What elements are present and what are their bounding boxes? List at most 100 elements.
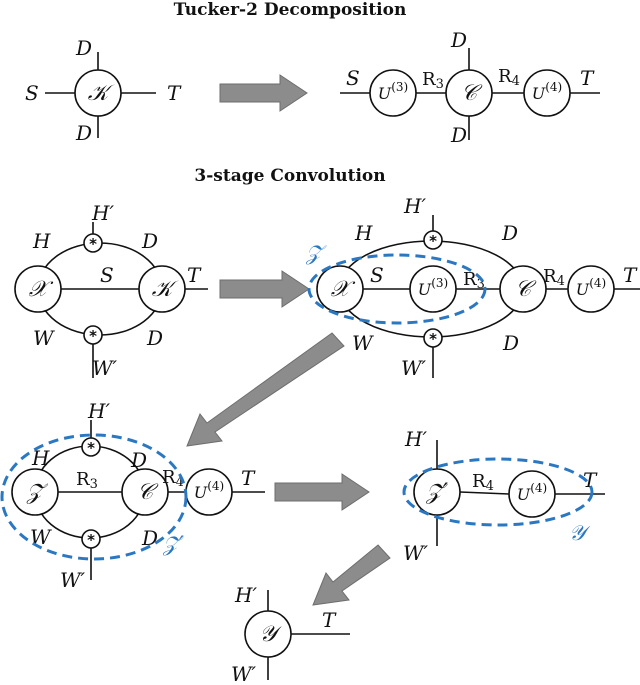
label-t-c: T — [241, 466, 256, 490]
label-hp: H′ — [91, 201, 114, 225]
conv-star-bottom-label: * — [89, 327, 97, 345]
output-y-network: 𝒴 H′ T W′ — [231, 583, 350, 685]
node-u3 — [369, 69, 417, 117]
kernel-k-network: 𝒦 S T D D — [25, 36, 182, 145]
group-z-outline — [307, 253, 487, 325]
label-wp: W′ — [92, 356, 118, 380]
label-r3-c: R3 — [76, 469, 98, 492]
node-u4 — [523, 69, 571, 117]
conv-star-bottom-c-label: * — [87, 531, 95, 549]
label-r3-b: R3 — [463, 269, 485, 292]
label-d-bottom2: D — [450, 123, 467, 147]
node-u4-d — [508, 470, 556, 518]
label-wp-d: W′ — [403, 541, 429, 565]
conv-star-top-c-label: * — [87, 439, 95, 457]
label-w: W — [33, 326, 55, 350]
node-u4-c-label: U(4) — [194, 479, 224, 502]
label-t-b: T — [623, 263, 638, 287]
label-d-down: D — [146, 326, 163, 350]
label-hp-y: H′ — [234, 583, 257, 607]
label-s-b: S — [370, 263, 384, 287]
label-d-up-b: D — [501, 221, 518, 245]
node-z — [11, 468, 59, 516]
label-w-b: W — [352, 331, 374, 355]
label-h: H — [32, 229, 51, 253]
title-conv: 3-stage Convolution — [194, 166, 385, 186]
label-t-d: T — [583, 468, 598, 492]
node-u4-b — [567, 265, 615, 313]
conv-star-bottom-c — [81, 529, 101, 549]
label-t-y: T — [322, 608, 337, 632]
node-k2 — [138, 265, 186, 313]
conv-stage-z-network: * * 𝒵 𝒞 U(4) H′ H D R3 R4 T W D W′ 𝒵′ — [0, 399, 265, 592]
arrow-contract-zp — [274, 473, 370, 511]
conv-stage-zp-network: 𝒵′ U(4) H′ R4 T W′ 𝒴 — [402, 427, 605, 565]
conv-star-bottom-b-label: * — [429, 330, 437, 348]
label-t: T — [167, 81, 182, 105]
label-r4-d: R4 — [472, 471, 494, 494]
label-hp-b: H′ — [403, 194, 426, 218]
label-t3: T — [187, 263, 202, 287]
group-z-label: 𝒵 — [305, 241, 327, 265]
label-s3: S — [100, 263, 114, 287]
arrow-contract-z — [186, 332, 345, 447]
label-hp-d: H′ — [404, 427, 427, 451]
node-x2 — [316, 265, 364, 313]
node-u4-d-label: U(4) — [517, 481, 547, 504]
conv-star-bottom — [83, 325, 103, 345]
node-x — [14, 265, 62, 313]
conv-star-top-b — [423, 230, 443, 250]
arrow-decompose — [219, 74, 308, 112]
conv-input-network: * * 𝒳 𝒦 H′ H D S T W D W′ — [14, 201, 208, 380]
node-zp-label: 𝒵′ — [425, 480, 448, 505]
label-s: S — [25, 81, 39, 105]
conv-expanded-network: * * 𝒳 U(3) 𝒞 U(4) H′ H D S R3 R4 T W D W… — [305, 194, 640, 380]
group-zp-outline — [0, 433, 188, 561]
label-r4-b: R4 — [543, 266, 565, 289]
node-u4-b-label: U(4) — [576, 276, 606, 299]
conv-star-top-c — [81, 437, 101, 457]
conv-star-top-b-label: * — [429, 232, 437, 250]
label-d-up-c: D — [130, 448, 147, 472]
node-zp — [413, 468, 461, 516]
group-y-outline — [402, 457, 594, 527]
label-t2: T — [580, 66, 595, 90]
node-y — [244, 610, 292, 658]
label-d-top: D — [75, 36, 92, 60]
edge-r4-d — [459, 491, 510, 495]
conv-star-top-label: * — [89, 235, 97, 253]
group-y-label: 𝒴 — [569, 521, 591, 545]
label-d-down-c: D — [141, 526, 158, 550]
node-c-c — [121, 468, 169, 516]
label-d-up: D — [141, 229, 158, 253]
title-tucker: Tucker-2 Decomposition — [174, 0, 407, 20]
node-z-label: 𝒵 — [26, 480, 49, 505]
label-wp-y: W′ — [231, 662, 257, 685]
node-c — [445, 69, 493, 117]
node-u3-b — [409, 265, 457, 313]
arrow-substitute — [219, 270, 310, 308]
arrow-contract-y — [312, 544, 391, 606]
label-r3: R3 — [422, 69, 444, 92]
label-h-b: H — [354, 221, 373, 245]
conv-star-bottom-b — [423, 328, 443, 348]
label-d-down-b: D — [502, 331, 519, 355]
label-r4: R4 — [498, 66, 520, 89]
label-w-c: W — [30, 525, 52, 549]
group-zp-label: 𝒵′ — [162, 532, 184, 556]
conv-star-top — [83, 233, 103, 253]
node-c-b — [499, 265, 547, 313]
label-wp-c: W′ — [60, 568, 86, 592]
label-hp-c: H′ — [87, 399, 110, 423]
label-wp-b: W′ — [401, 356, 427, 380]
label-s2: S — [346, 66, 360, 90]
node-u3-b-label: U(3) — [418, 276, 448, 299]
node-k — [74, 69, 122, 117]
label-h-c: H — [31, 446, 50, 470]
label-d-bottom: D — [75, 121, 92, 145]
tucker-network: U(3) 𝒞 U(4) S T D D R3 R4 — [340, 28, 600, 147]
label-r4-c: R4 — [162, 467, 184, 490]
node-u4-label: U(4) — [532, 80, 562, 103]
node-u3-label: U(3) — [378, 80, 408, 103]
